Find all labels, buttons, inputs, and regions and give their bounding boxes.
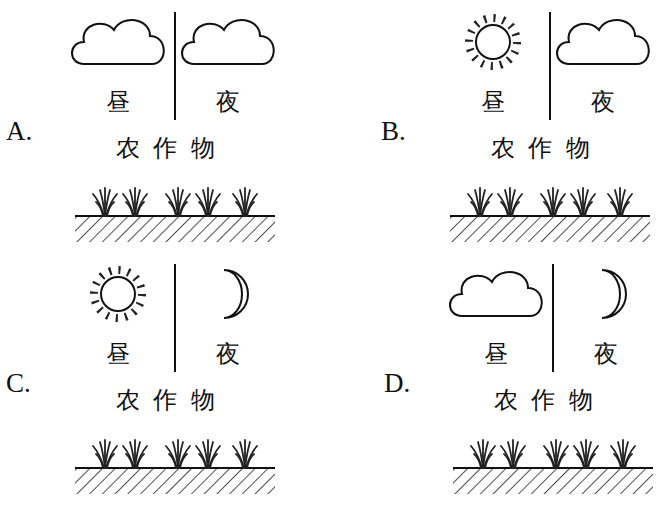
day-label: 昼: [106, 90, 130, 114]
night-label: 夜: [591, 90, 615, 114]
option-letter: D.: [384, 370, 410, 397]
night-label: 夜: [594, 342, 618, 366]
option-letter: A.: [6, 118, 32, 145]
day-label: 昼: [484, 342, 508, 366]
crop-label: 农作物: [494, 388, 606, 412]
option-letter: C.: [6, 370, 31, 397]
day-label: 昼: [481, 90, 505, 114]
crop-label: 农作物: [116, 136, 228, 160]
night-label: 夜: [216, 342, 240, 366]
crop-label: 农作物: [116, 388, 228, 412]
day-label: 昼: [106, 342, 130, 366]
crop-label: 农作物: [491, 136, 603, 160]
night-label: 夜: [216, 90, 240, 114]
option-letter: B.: [381, 118, 406, 145]
